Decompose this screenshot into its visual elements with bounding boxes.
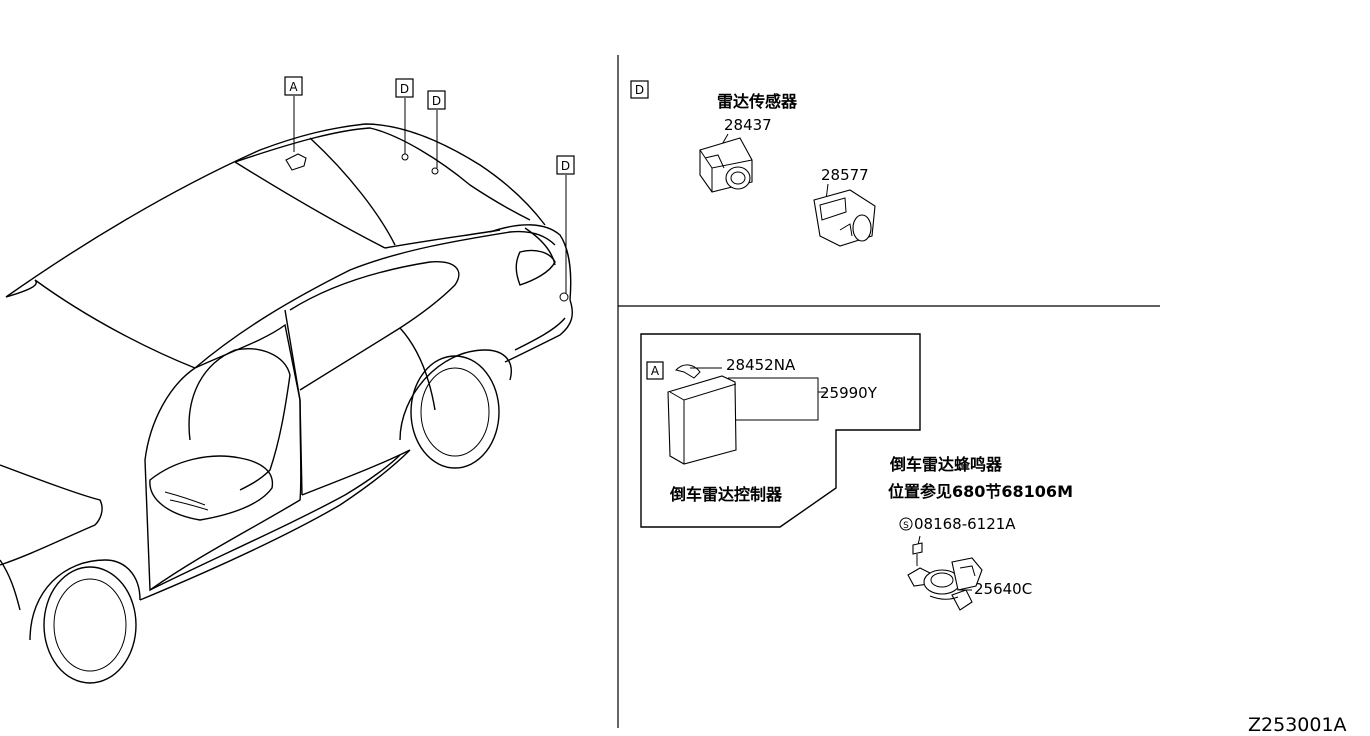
callout-label-d: D — [400, 82, 409, 96]
diagram-code: Z253001A — [1248, 714, 1347, 736]
controller-title: 倒车雷达控制器 — [669, 485, 783, 504]
car-callout-d1: D — [395, 78, 414, 98]
radar-sensor-drawing — [699, 133, 753, 193]
bolt-drawing — [912, 535, 923, 566]
harness-part-number: 28452NA — [726, 356, 796, 374]
callout-label-d: D — [561, 159, 570, 173]
callout-label-d: D — [432, 94, 441, 108]
assembly-part-number: 25990Y — [820, 384, 878, 402]
buzzer-part-number: 25640C — [974, 580, 1032, 598]
callout-label-a: A — [289, 80, 298, 94]
bolt-part-number: 08168-6121A — [914, 515, 1016, 533]
buzzer-title: 倒车雷达蜂鸣器 — [889, 455, 1003, 474]
car-illustration — [0, 96, 573, 684]
car-callout-d3: D — [556, 155, 575, 175]
section-d: D 雷达传感器 28437 28577 — [630, 80, 876, 247]
bracket-part-number: 28577 — [821, 166, 869, 184]
buzzer-section: 倒车雷达蜂鸣器 位置参见680节68106M S 08168-6121A 256… — [888, 455, 1073, 611]
section-a-marker: A — [651, 364, 660, 378]
section-d-marker: D — [635, 83, 644, 97]
car-callout-a: A — [284, 76, 303, 96]
buzzer-reference: 位置参见680节68106M — [888, 482, 1073, 501]
car-callout-d2: D — [427, 90, 446, 110]
controller-drawing — [667, 364, 737, 465]
section-a: A 28452NA 25990Y 倒车雷达控制器 — [640, 333, 921, 528]
sensor-part-number: 28437 — [724, 116, 772, 134]
buzzer-drawing — [907, 557, 983, 611]
bolt-symbol: S — [903, 521, 909, 531]
radar-sensor-title: 雷达传感器 — [717, 92, 798, 111]
sensor-bracket-drawing — [813, 183, 876, 247]
